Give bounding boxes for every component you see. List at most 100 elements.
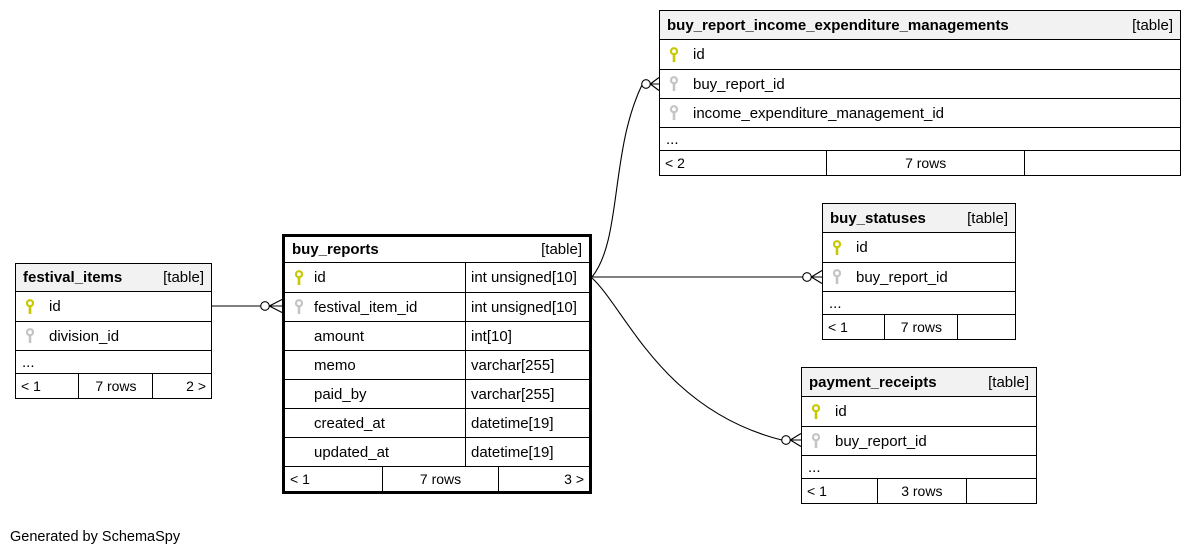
cardinality-circle: [260, 301, 270, 311]
table-name[interactable]: buy_reports: [292, 241, 379, 258]
table-stats: < 1 7 rows: [823, 314, 1015, 339]
column-name: buy_report_id: [693, 75, 785, 93]
truncated-columns-row: ...: [802, 455, 1036, 478]
child-relationships-count: [965, 479, 1036, 503]
no-key-icon: [293, 444, 305, 460]
foreign-key-icon: [668, 105, 680, 121]
column-name: division_id: [49, 327, 120, 345]
column-row-division_id: division_id: [16, 321, 211, 350]
column-name: paid_by: [314, 385, 367, 403]
foreign-key-icon: [24, 328, 36, 344]
truncated-columns-row: ...: [16, 350, 211, 373]
column-name: amount: [314, 327, 365, 345]
generator-credit: Generated by SchemaSpy: [10, 529, 181, 545]
table-node-buy_report_income_expenditure_managements[interactable]: buy_report_income_expenditure_management…: [659, 10, 1181, 176]
row-count: 7 rows: [884, 315, 957, 339]
table-type-badge: [table]: [988, 373, 1029, 391]
column-row-id: id: [823, 233, 1015, 262]
ellipsis-text: ...: [829, 294, 842, 312]
table-header[interactable]: buy_report_income_expenditure_management…: [660, 11, 1180, 40]
edge-buy_reports-to-buy_statuses: [592, 270, 823, 284]
column-name: buy_report_id: [856, 268, 948, 286]
relationship-line: [591, 277, 782, 441]
table-node-buy_statuses[interactable]: buy_statuses[table]id buy_report_id... < 1…: [822, 203, 1016, 340]
ellipsis-text: ...: [666, 130, 679, 148]
table-header[interactable]: payment_receipts [table]: [802, 368, 1036, 397]
column-row-festival_item_id: festival_item_id int unsigned[10]: [285, 292, 589, 321]
column-row-buy_report_id: buy_report_id: [802, 426, 1036, 455]
no-key-icon: [293, 328, 305, 344]
ellipsis-text: ...: [22, 353, 35, 371]
column-type: varchar[255]: [471, 356, 555, 374]
table-header[interactable]: festival_items [table]: [16, 264, 211, 292]
no-key-icon: [293, 386, 305, 402]
ellipsis-text: ...: [808, 458, 821, 476]
column-name: id: [49, 298, 61, 315]
column-name: id: [693, 46, 705, 63]
row-count: 3 rows: [876, 479, 966, 503]
column-type: datetime[19]: [471, 443, 554, 461]
cardinality-circle: [781, 435, 791, 445]
table-header[interactable]: buy_reports [table]: [285, 237, 589, 263]
table-name[interactable]: payment_receipts: [809, 373, 937, 391]
primary-key-icon: [831, 239, 843, 256]
foreign-key-icon: [668, 76, 680, 92]
column-row-id: id: [16, 292, 211, 321]
parent-relationships-count: < 1: [21, 378, 41, 394]
relationship-line: [591, 85, 643, 278]
table-header[interactable]: buy_statuses[table]: [823, 204, 1015, 233]
column-row-buy_report_id: buy_report_id: [823, 262, 1015, 291]
truncated-columns-row: ...: [823, 291, 1015, 314]
column-name: created_at: [314, 414, 385, 432]
edge-buy_reports-to-buy_report_income_expenditure_managements: [591, 77, 660, 278]
row-count: 7 rows: [382, 467, 498, 491]
column-type: datetime[19]: [471, 414, 554, 432]
column-type: int unsigned[10]: [471, 298, 577, 316]
edge-festival_items-to-buy_reports: [212, 299, 283, 313]
column-row-created_at: created_at datetime[19]: [285, 408, 589, 437]
crowfoot-arrow-icon: [811, 270, 823, 284]
column-type: int unsigned[10]: [471, 269, 577, 286]
row-count: 7 rows: [78, 374, 152, 398]
column-name: memo: [314, 356, 356, 374]
primary-key-icon: [668, 46, 680, 63]
parent-relationships-count: < 1: [828, 319, 848, 335]
edge-buy_reports-to-payment_receipts: [591, 277, 802, 447]
parent-relationships-count: < 1: [807, 483, 827, 499]
child-relationships-count: [1023, 151, 1180, 175]
cardinality-circle: [802, 272, 812, 282]
table-type-badge: [table]: [163, 269, 204, 286]
truncated-columns-row: ...: [660, 127, 1180, 150]
foreign-key-icon: [831, 269, 843, 285]
cardinality-circle: [641, 79, 651, 89]
table-name[interactable]: buy_report_income_expenditure_management…: [667, 16, 1009, 34]
row-count: 7 rows: [826, 151, 1024, 175]
column-row-id: id: [660, 40, 1180, 69]
primary-key-icon: [810, 403, 822, 420]
column-row-paid_by: paid_by varchar[255]: [285, 379, 589, 408]
column-row-id: id: [802, 397, 1036, 426]
column-name: festival_item_id: [314, 298, 418, 316]
table-node-festival_items[interactable]: festival_items [table] id division_id... < 1…: [15, 263, 212, 399]
column-row-buy_report_id: buy_report_id: [660, 69, 1180, 98]
foreign-key-icon: [293, 299, 305, 315]
crowfoot-arrow-icon: [649, 77, 660, 91]
no-key-icon: [293, 415, 305, 431]
parent-relationships-count: < 2: [665, 155, 685, 171]
crowfoot-arrow-icon: [269, 299, 283, 313]
table-type-badge: [table]: [1132, 16, 1173, 34]
column-type: int[10]: [471, 327, 512, 345]
table-name[interactable]: festival_items: [23, 269, 123, 286]
child-relationships-count: [957, 315, 1015, 339]
table-name[interactable]: buy_statuses: [830, 209, 926, 227]
table-type-badge: [table]: [541, 241, 582, 258]
column-name: income_expenditure_management_id: [693, 104, 945, 122]
column-type: varchar[255]: [471, 385, 555, 403]
table-stats: < 1 3 rows: [802, 478, 1036, 503]
